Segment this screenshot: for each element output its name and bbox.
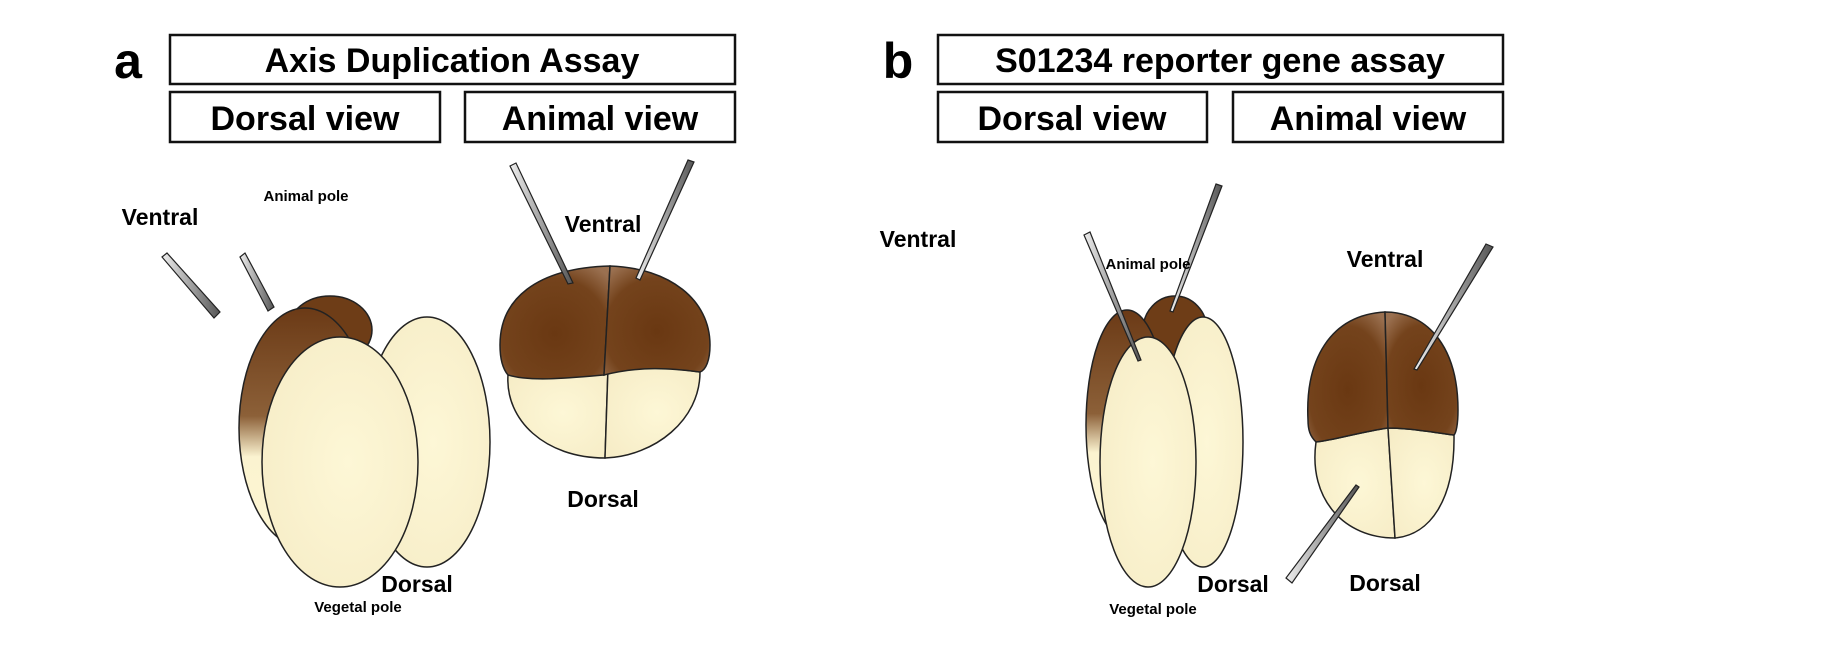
title-box [936, 33, 1505, 86]
ventral-label: Ventral [1347, 246, 1424, 272]
dorsal-view-header: Dorsal view [211, 100, 401, 138]
dorsal-label: Dorsal [567, 486, 639, 512]
panel-letter: b [883, 33, 914, 89]
animal-pole-label: Animal pole [1105, 256, 1190, 273]
animal-view-embryo: Ventral Dorsal [499, 159, 711, 512]
injection-needle [1413, 243, 1494, 371]
injection-needle [239, 252, 275, 312]
injection-needle [161, 252, 221, 319]
dorsal-label: Dorsal [1197, 571, 1269, 597]
animal-view-embryo: Ventral Dorsal [1285, 243, 1494, 596]
animal-view-header: Animal view [1270, 100, 1467, 138]
panel-a: a Axis Duplication Assay Dorsal view Ani… [114, 33, 737, 616]
injection-needle [1083, 231, 1142, 362]
injection-needle [509, 162, 574, 285]
ventral-label: Ventral [122, 204, 199, 230]
view-header-box [168, 90, 442, 144]
ventral-label: Ventral [565, 211, 642, 237]
dorsal-view-embryo: Ventral Animal pole Vegetal pole Dorsal [880, 183, 1269, 618]
animal-view-header: Animal view [502, 100, 699, 138]
vegetal-pole-label: Vegetal pole [314, 599, 402, 616]
panel-letter: a [114, 33, 143, 89]
panel-b: b S01234 reporter gene assay Dorsal view… [880, 33, 1505, 618]
injection-needle [1169, 183, 1223, 313]
panel-title: Axis Duplication Assay [265, 42, 640, 80]
panel-title: S01234 reporter gene assay [995, 42, 1445, 80]
view-header-box [1231, 90, 1505, 144]
animal-pole-label: Animal pole [263, 188, 348, 205]
ventral-label: Ventral [880, 226, 957, 252]
dorsal-view-embryo: Ventral Animal pole Vegetal pole Dorsal [122, 188, 491, 616]
vegetal-pole-label: Vegetal pole [1109, 601, 1197, 618]
dorsal-label: Dorsal [381, 571, 453, 597]
injection-needle [635, 159, 695, 281]
view-header-box [463, 90, 737, 144]
dorsal-label: Dorsal [1349, 570, 1421, 596]
injection-needle [1285, 484, 1360, 584]
dorsal-view-header: Dorsal view [978, 100, 1168, 138]
title-box [168, 33, 737, 86]
view-header-box [936, 90, 1209, 144]
